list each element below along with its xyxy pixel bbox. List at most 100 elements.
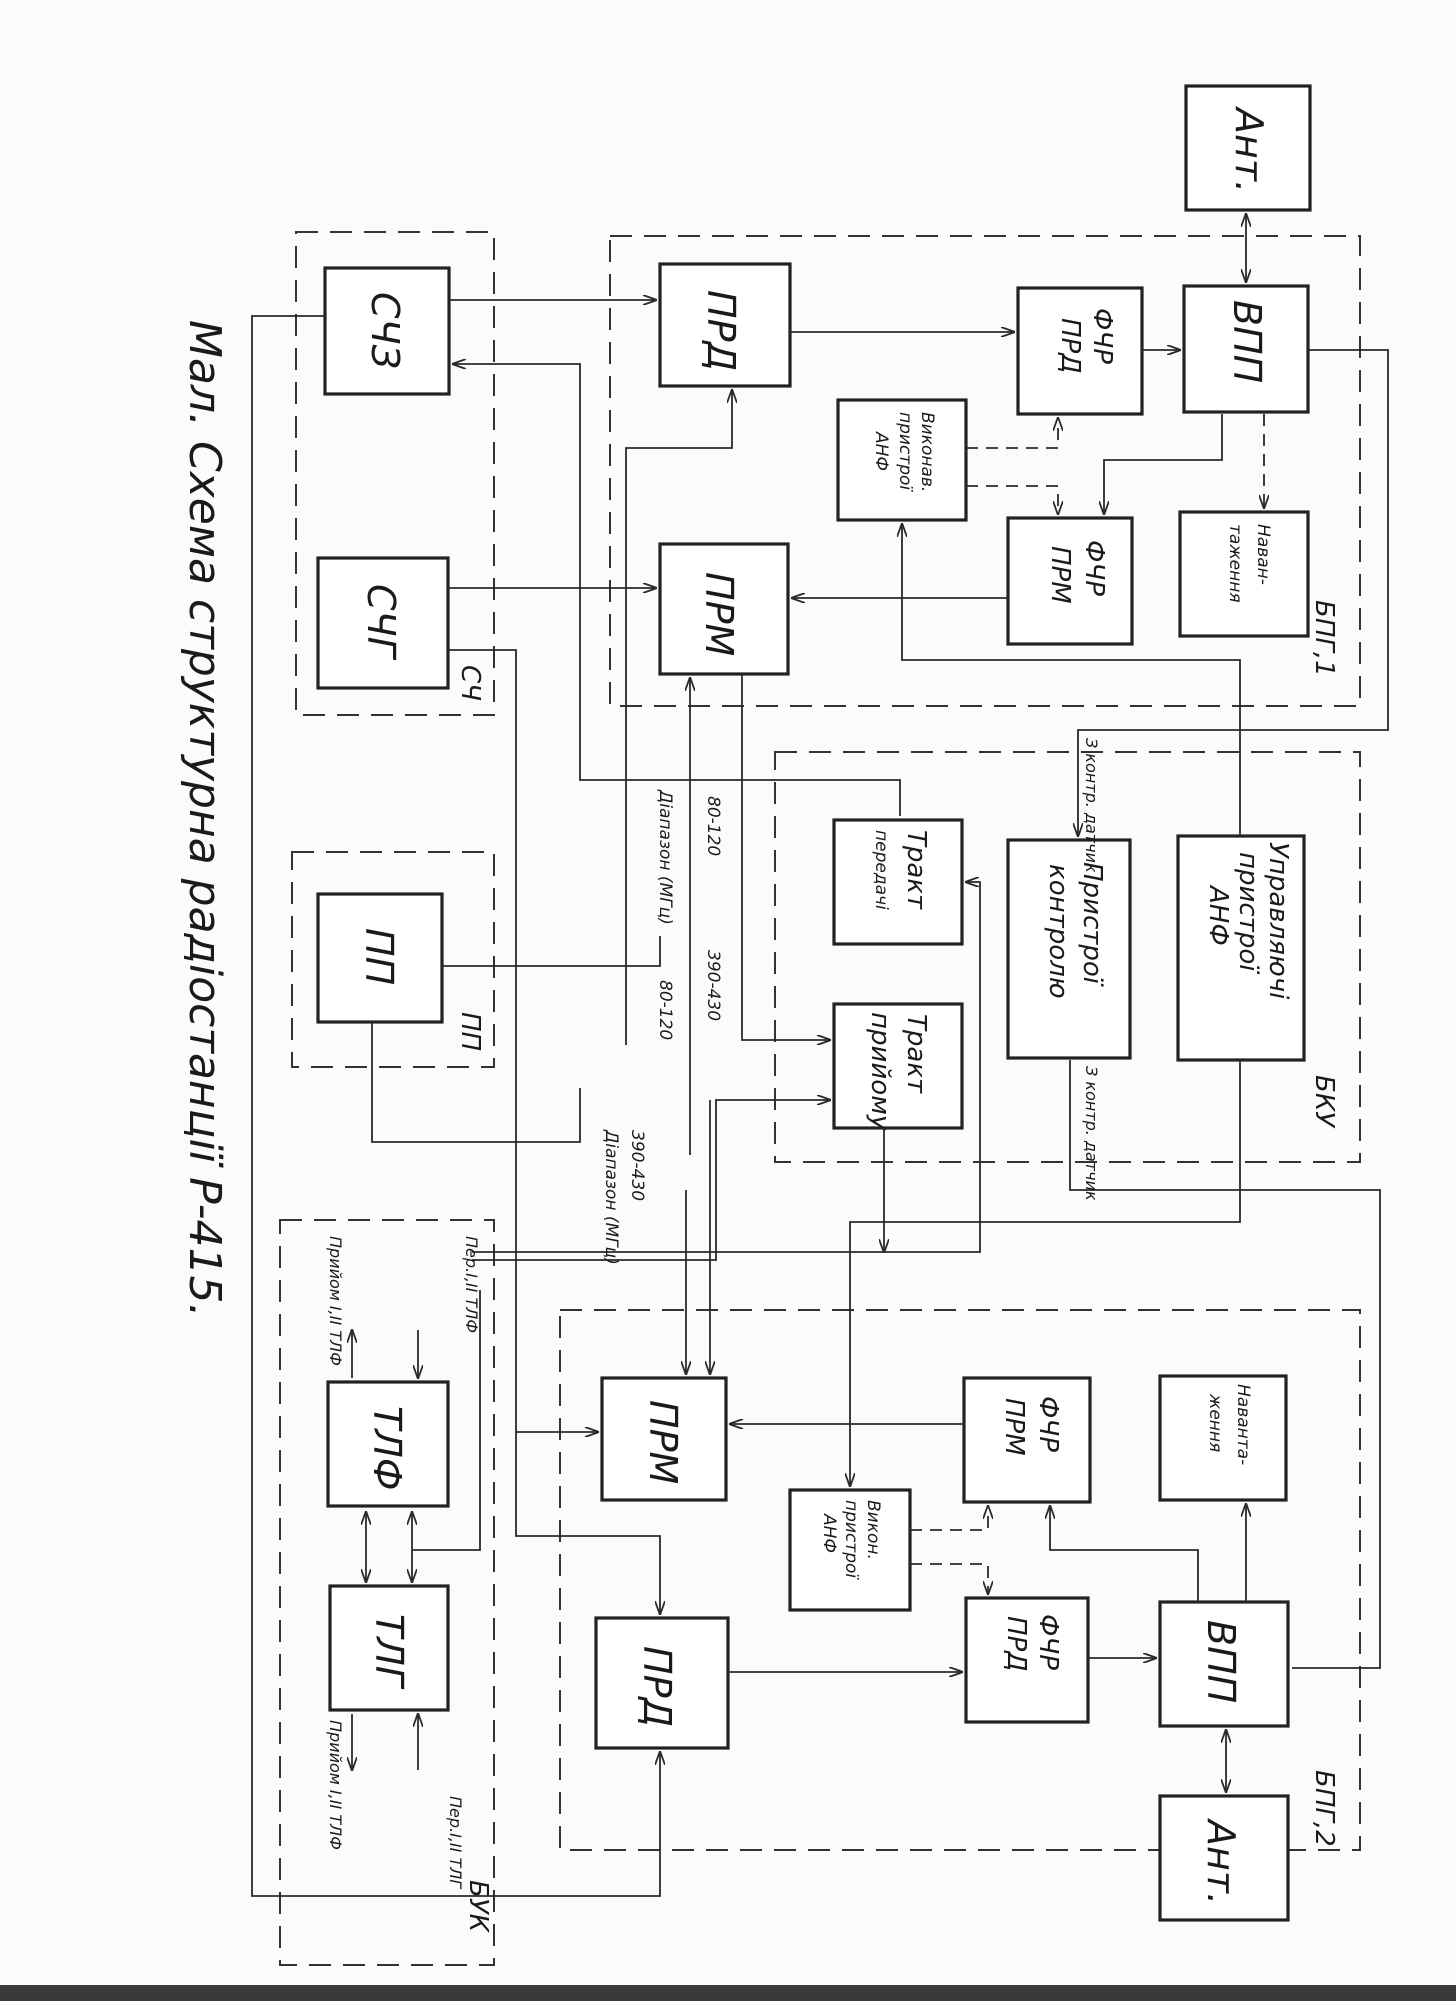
block-navant-bot-label-2: ження	[1205, 1393, 1225, 1452]
link-vykon-fchr-prm-top	[966, 485, 1058, 514]
block-fchr-prd-bot-label-1: ФЧР	[1033, 1614, 1063, 1670]
link-vykon-fchr-prd-top	[966, 418, 1058, 449]
block-prystrii-kontr	[1006, 838, 1132, 1060]
block-vykon-top-label-2: пристрої	[895, 412, 915, 492]
block-prm-bot-label: ПРМ	[641, 1400, 685, 1484]
link-pp-range-a	[442, 936, 661, 967]
block-navant-top	[1178, 510, 1310, 638]
label-pryom-tlf: Прийом І,ІІ ТЛФ	[326, 1236, 345, 1366]
block-vykon-top-label-1: Виконав.	[917, 412, 937, 492]
block-trakt-pryom-label-1: Тракт	[901, 1014, 931, 1094]
link-upr-vykon-bot	[850, 1060, 1241, 1486]
block-vpp-top-label: ВПП	[1225, 300, 1269, 383]
label-z-kontr-2: З контр. датчик	[1082, 1066, 1101, 1201]
label-range-390-430-a: 390-430	[703, 950, 723, 1021]
block-tlf	[326, 1380, 450, 1508]
block-fchr-prd-top	[1016, 286, 1144, 416]
block-fchr-prd-top-label-2: ПРД	[1055, 318, 1085, 374]
block-trakt-per-label-2: передачі	[871, 830, 891, 910]
block-trakt-per	[832, 818, 964, 946]
group-sch-label: СЧ	[455, 665, 485, 701]
block-schg	[316, 556, 450, 690]
block-fchr-prm-top	[1006, 516, 1134, 646]
block-navant-top-label-2: таження	[1225, 524, 1245, 603]
block-tlf-label: ТЛФ	[365, 1406, 409, 1491]
block-fchr-prm-top-label-2: ПРМ	[1045, 546, 1075, 604]
link-pp-range-b	[371, 1022, 581, 1143]
block-prm-bot	[600, 1376, 728, 1502]
group-buk-label: БУК	[463, 1880, 493, 1934]
block-prd-top-label: ПРД	[699, 290, 743, 371]
label-range-80-120-b: 80-120	[655, 980, 675, 1040]
block-prystrii-kontr-label-1: Пристрої	[1077, 862, 1107, 987]
block-ant-top-label: Ант.	[1227, 105, 1271, 193]
block-trakt-pryom-label-2: прийому	[865, 1012, 895, 1131]
block-fchr-prd-top-label-1: ФЧР	[1087, 308, 1117, 364]
link-tlf-tlg-bus	[412, 1290, 481, 1551]
block-navant-top-label-1: Наван-	[1253, 524, 1273, 585]
block-tlg	[328, 1584, 450, 1712]
scan-edge	[0, 1985, 1456, 2001]
diagram-title: Мал. Схема структурна радіостанції Р-415…	[179, 320, 230, 1317]
block-upr-anf	[1176, 834, 1306, 1062]
block-vpp-bot	[1158, 1600, 1290, 1728]
label-pryom-tlg: Прийом І,ІІ ТЛФ	[326, 1720, 345, 1850]
block-upr-anf-label-2: пристрої	[1233, 852, 1263, 974]
label-range-80-120-a: 80-120	[703, 796, 723, 856]
group-bpg1	[609, 235, 1361, 707]
block-schz	[323, 266, 451, 396]
link-schz-prd-bot	[251, 315, 660, 1897]
group-bpg2	[559, 1309, 1361, 1851]
block-prm-top-label: ПРМ	[697, 572, 741, 656]
label-range-390-430-b: 390-430	[627, 1130, 647, 1201]
block-fchr-prd-bot	[964, 1596, 1090, 1724]
block-prd-bot	[594, 1616, 730, 1750]
block-vykon-bot-label-2: пристрої	[841, 1500, 861, 1580]
block-vykon-top	[836, 398, 968, 522]
block-schz-label: СЧЗ	[363, 292, 407, 369]
group-bpg1-label: БПГ,1	[1309, 600, 1339, 677]
block-tlg-label: ТЛГ	[367, 1614, 411, 1690]
block-trakt-per-label-1: Тракт	[901, 830, 931, 910]
link-trakt-per-schz	[453, 364, 901, 816]
label-z-kontr-1: З контр. датчик	[1082, 738, 1101, 873]
group-bku	[774, 751, 1361, 1163]
link-buk-trakt-pryom	[472, 1100, 830, 1261]
block-navant-bot-label-1: Наванта-	[1233, 1384, 1253, 1465]
block-prm-top	[658, 542, 790, 676]
label-per-tlg: Пер.І,ІІ ТЛГ	[446, 1796, 465, 1889]
link-vpp-fchr-prm-top	[1104, 414, 1223, 514]
block-vpp-bot-label: ВПП	[1199, 1620, 1243, 1703]
group-pp	[291, 851, 495, 1068]
link-upr-vykon-top	[902, 524, 1241, 836]
label-per-tlf: Пер.І,ІІ ТЛФ	[462, 1236, 481, 1333]
group-bku-label: БКУ	[1309, 1075, 1339, 1129]
group-bpg2-label: БПГ,2	[1309, 1770, 1339, 1847]
link-schg-prm-bot	[448, 649, 598, 1432]
block-fchr-prm-top-label-1: ФЧР	[1079, 540, 1109, 596]
block-vykon-top-label-3: АНФ	[871, 431, 891, 471]
group-pp-label: ПП	[455, 1012, 485, 1051]
label-range-mhz-a: Діапазон (МГц)	[655, 789, 675, 925]
block-fchr-prm-bot-label-2: ПРМ	[999, 1398, 1029, 1456]
block-vykon-bot-label-3: АНФ	[819, 1513, 839, 1553]
link-tlf-trakt-per	[472, 882, 981, 1253]
block-vpp-top	[1182, 284, 1310, 414]
block-ant-bot-label: Ант.	[1199, 1817, 1243, 1905]
block-prd-bot-label: ПРД	[635, 1646, 679, 1727]
block-fchr-prm-bot	[962, 1376, 1092, 1504]
link-vpp-top-bku	[1078, 349, 1389, 836]
block-trakt-pryom	[832, 1002, 964, 1130]
group-buk	[279, 1219, 495, 1966]
block-fchr-prm-bot-label-1: ФЧР	[1033, 1396, 1063, 1452]
block-pp-label: ПП	[357, 928, 401, 985]
block-ant-top	[1184, 84, 1312, 212]
link-kontr-bot	[1069, 1060, 1381, 1669]
link-range-prd-top	[625, 390, 732, 1045]
block-schg-label: СЧГ	[359, 584, 403, 661]
label-range-mhz-b: Діапазон (МГц)	[601, 1129, 621, 1265]
link-prm-trakt-pryom	[741, 674, 830, 1040]
link-vpp-fchr-prm-bot	[1050, 1506, 1199, 1602]
